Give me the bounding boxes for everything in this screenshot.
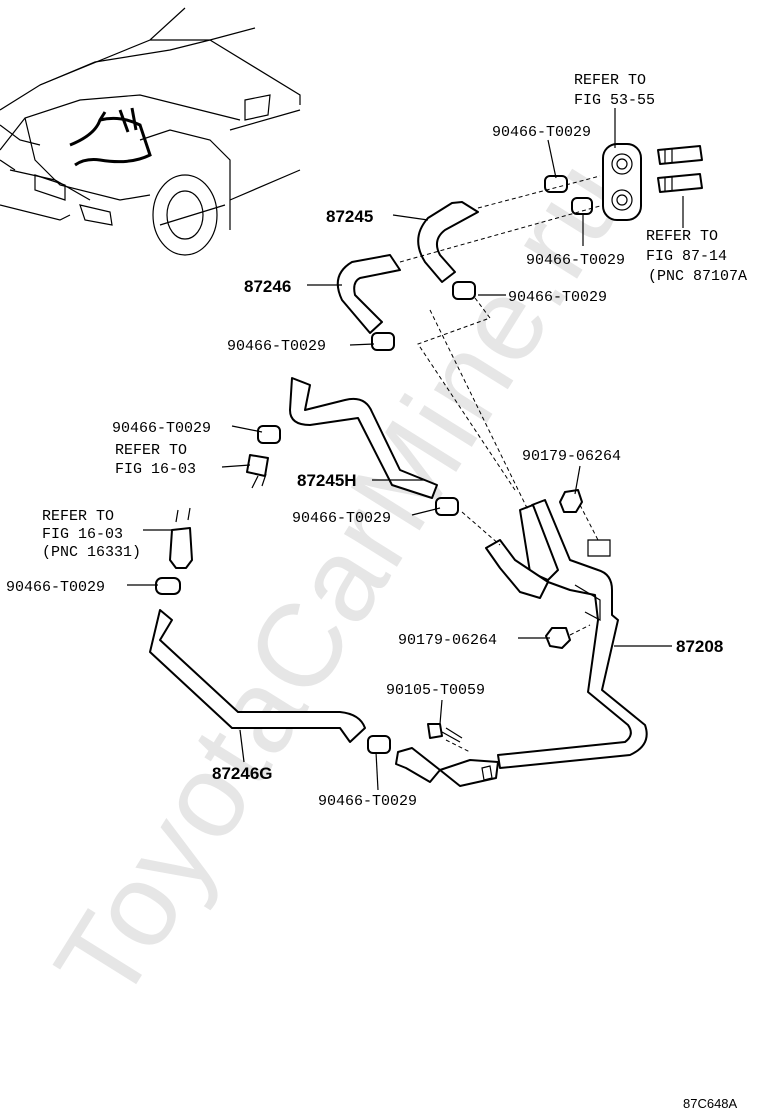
bolt-icon [427,723,463,743]
hose-87246g [149,609,366,743]
vehicle-illustration [0,7,301,256]
part-number-label: 90466-T0029 [492,124,591,141]
ref-label: FIG 16-03 [42,526,123,543]
part-number-label: 90466-T0029 [112,420,211,437]
part-number-label: 87208 [676,637,723,656]
part-number-label: 90466-T0029 [292,510,391,527]
part-number-label: 87245 [326,207,373,226]
part-number-label: 87246G [212,764,273,783]
part-number-label: 90179-06264 [398,632,497,649]
guide-lines [399,175,601,753]
hose-87245h [289,377,438,499]
hose-87245 [417,201,479,283]
ref-label: REFER TO [574,72,646,89]
ref-label: FIG 53-55 [574,92,655,109]
ref-label: (PNC 16331) [42,544,141,561]
clamp-icon [155,175,593,754]
ref-label: FIG 16-03 [115,461,196,478]
part-number-label: 90179-06264 [522,448,621,465]
pipe-87208 [497,499,648,769]
part-number-label: 87246 [244,277,291,296]
leader-lines [127,108,684,791]
part-number-label: 90105-T0059 [386,682,485,699]
ref-label: REFER TO [42,508,114,525]
nut-icon [545,489,583,649]
ref-label: FIG 87-14 [646,248,727,265]
ref-label: REFER TO [646,228,718,245]
heater-core-connector [602,143,703,221]
ref-label: REFER TO [115,442,187,459]
ref-label: (PNC 87107A [648,268,747,285]
part-number-label: 90466-T0029 [227,338,326,355]
part-number-label: 90466-T0029 [318,793,417,810]
figure-code: 87C648A [683,1096,738,1111]
part-number-label: 90466-T0029 [6,579,105,596]
hose-87246 [336,254,401,334]
part-number-label: 90466-T0029 [526,252,625,269]
part-number-label: 90466-T0029 [508,289,607,306]
part-number-label: 87245H [297,471,357,490]
